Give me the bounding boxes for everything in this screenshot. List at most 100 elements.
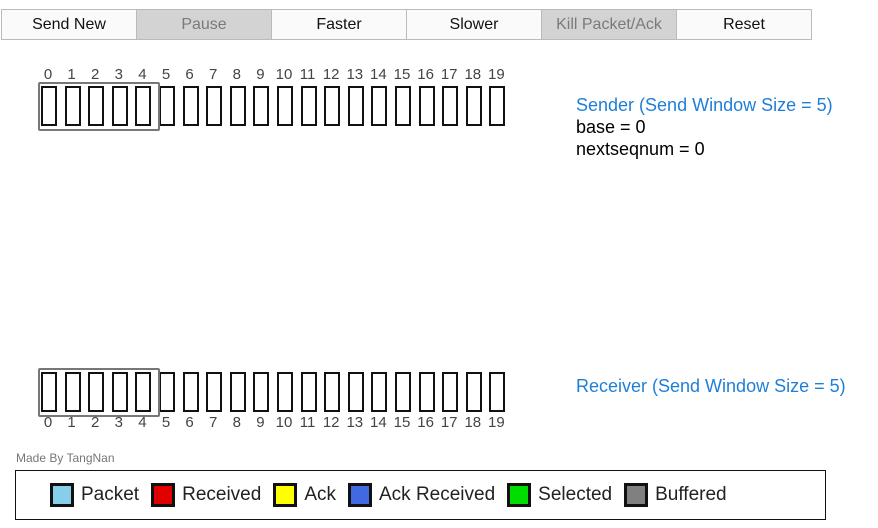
sender-buffer [41,86,521,126]
pause-button[interactable]: Pause [136,9,272,40]
packet-slot[interactable] [159,86,175,126]
packet-slot[interactable] [442,86,459,126]
sequence-number: 6 [185,414,194,431]
sequence-number: 19 [488,414,505,431]
sequence-number: 9 [256,414,265,431]
packet-slot[interactable] [41,372,57,412]
packet-slot[interactable] [395,86,411,126]
packet-slot[interactable] [182,86,199,126]
legend-swatch-icon [507,483,532,507]
legend: Packet Received Ack Ack Received Selected Buf… [15,470,826,520]
packet-slot[interactable] [159,372,175,412]
sender-window [38,82,160,131]
packet-slot[interactable] [465,86,482,126]
packet-slot[interactable] [135,372,152,412]
packet-slot[interactable] [135,86,152,126]
sequence-number: 18 [464,414,482,431]
sequence-number: 8 [232,414,241,431]
packet-slot[interactable] [395,372,411,412]
legend-label: Ack [304,484,336,505]
packet-slot[interactable] [489,372,506,412]
packet-slot[interactable] [206,372,223,412]
sequence-number: 6 [185,66,194,83]
legend-swatch-icon [151,483,176,507]
sequence-number: 5 [161,414,171,431]
packet-slot[interactable] [41,86,57,126]
sequence-number: 14 [370,414,387,431]
sequence-number: 2 [91,414,100,431]
legend-swatch-icon [624,483,649,507]
packet-slot[interactable] [465,372,482,412]
packet-slot[interactable] [277,372,293,412]
send-new-button[interactable]: Send New [1,9,137,40]
legend-item: Buffered [624,483,727,507]
sequence-number: 0 [43,414,53,431]
reset-button[interactable]: Reset [676,9,812,40]
packet-slot[interactable] [111,372,128,412]
legend-label: Received [182,484,262,505]
packet-slot[interactable] [182,372,199,412]
sequence-number: 12 [322,414,340,431]
sequence-number: 12 [322,66,340,83]
sequence-number: 14 [370,66,387,83]
legend-label: Selected [538,484,613,505]
packet-slot[interactable] [111,86,128,126]
sequence-number: 2 [91,66,100,83]
sequence-number: 15 [393,414,411,431]
sequence-number: 17 [440,66,458,83]
receiver-title: Receiver (Send Window Size = 5) [576,376,846,396]
packet-slot[interactable] [300,86,317,126]
packet-slot[interactable] [253,86,270,126]
packet-slot[interactable] [347,86,364,126]
packet-slot[interactable] [88,86,105,126]
slower-button[interactable]: Slower [406,9,542,40]
packet-slot[interactable] [253,372,270,412]
packet-slot[interactable] [371,86,388,126]
packet-slot[interactable] [64,86,81,126]
sequence-number: 13 [346,414,364,431]
sequence-number: 7 [209,414,218,431]
receiver-buffer [41,372,521,412]
sequence-number: 4 [138,414,147,431]
sequence-number: 10 [275,414,293,431]
packet-slot[interactable] [347,372,364,412]
sequence-number: 15 [393,66,411,83]
legend-item: Ack Received [348,483,495,507]
credit: Made By TangNan [16,451,115,465]
packet-slot[interactable] [300,372,317,412]
sequence-number: 3 [114,66,123,83]
packet-slot[interactable] [324,372,341,412]
packet-slot[interactable] [277,86,293,126]
sequence-number: 1 [67,66,76,83]
kill-packet-ack-button[interactable]: Kill Packet/Ack [541,9,677,40]
packet-slot[interactable] [64,372,81,412]
legend-label: Ack Received [379,484,496,505]
sequence-number: 3 [114,414,123,431]
legend-item: Ack [273,483,336,507]
packet-slot[interactable] [229,86,246,126]
sequence-number: 5 [161,66,171,83]
sequence-number: 16 [417,66,434,83]
toolbar: Send New Pause Faster Slower Kill Packet… [1,9,812,40]
packet-slot[interactable] [489,86,506,126]
sequence-number: 18 [464,66,482,83]
sequence-number: 0 [43,66,53,83]
sequence-number: 17 [440,414,458,431]
sequence-number: 1 [67,414,76,431]
packet-slot[interactable] [418,372,435,412]
sender-info: Sender (Send Window Size = 5) base = 0 n… [576,94,833,160]
legend-label: Packet [81,484,140,505]
faster-button[interactable]: Faster [271,9,407,40]
sequence-number: 7 [209,66,218,83]
packet-slot[interactable] [442,372,459,412]
packet-slot[interactable] [324,86,341,126]
packet-slot[interactable] [229,372,246,412]
legend-item: Packet [50,483,139,507]
packet-slot[interactable] [206,86,223,126]
packet-slot[interactable] [88,372,105,412]
packet-slot[interactable] [418,86,435,126]
receiver-info: Receiver (Send Window Size = 5) [576,375,846,397]
legend-swatch-icon [273,483,298,507]
packet-slot[interactable] [371,372,388,412]
sender-base: base = 0 [576,117,646,137]
